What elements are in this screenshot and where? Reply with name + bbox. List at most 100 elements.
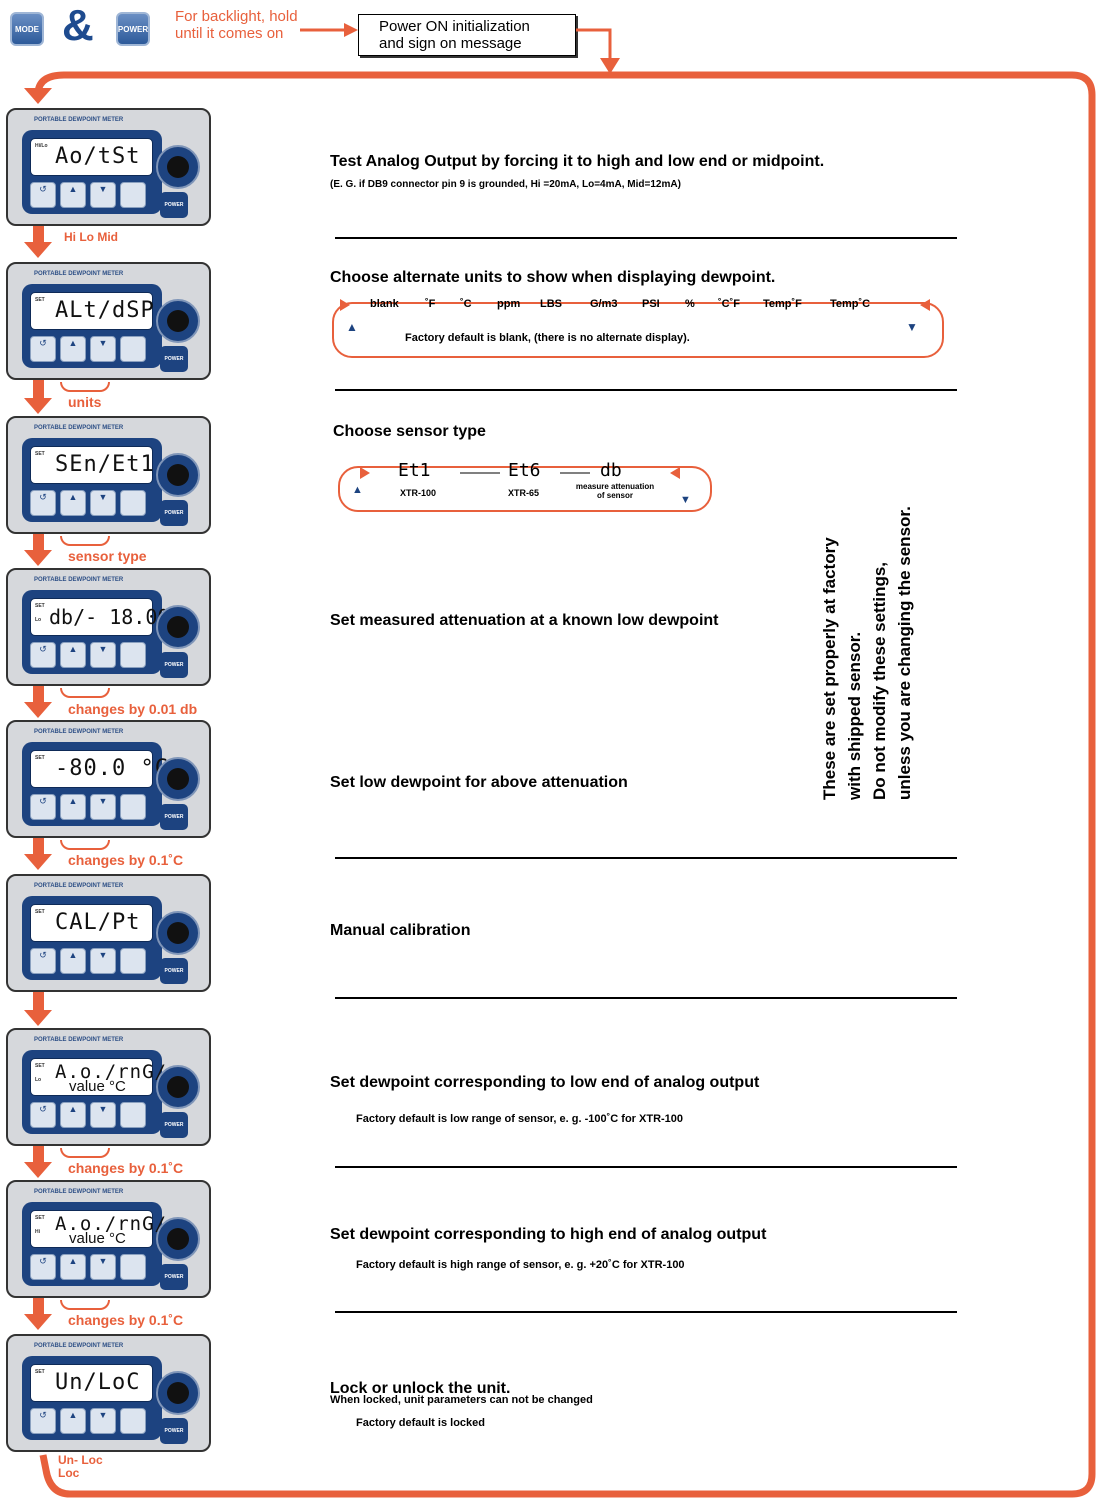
unit-option: ˚F [425,298,436,310]
function-button[interactable] [120,642,146,668]
sample-knob[interactable] [156,1065,200,1109]
sample-knob[interactable] [156,911,200,955]
step-note-alt-units: Factory default is blank, (there is no a… [405,332,690,344]
down-button[interactable]: ▼ [90,336,116,362]
sample-knob[interactable] [156,605,200,649]
up-button[interactable]: ▲ [60,1408,86,1434]
function-button[interactable] [120,1254,146,1280]
step-note-analog-low: Factory default is low range of sensor, … [356,1113,684,1125]
sample-knob[interactable] [156,1371,200,1415]
sample-knob[interactable] [156,299,200,343]
function-button[interactable] [120,336,146,362]
power-button[interactable]: POWER [160,346,188,372]
caption-hi-lo-mid: Hi Lo Mid [64,230,118,244]
up-button[interactable]: ▲ [60,642,86,668]
up-button[interactable]: ▲ [60,1102,86,1128]
power-button[interactable]: POWER [160,958,188,984]
lcd-display: SET CAL/Pt [30,904,153,942]
lcd-display: Hi/Lo Ao/tSt [30,138,153,176]
step-title-analog-high: Set dewpoint corresponding to high end o… [330,1226,767,1243]
mode-button[interactable]: ↺ [30,794,56,820]
up-arrow-icon: ▲ [352,484,363,496]
caption-units: units [68,394,102,410]
mode-button[interactable]: ↺ [30,1254,56,1280]
sensor-name: XTR-65 [508,488,540,498]
lcd-display: SET Hi A.o./rnG/ value °C [30,1210,166,1248]
step-note-lock: When locked, unit parameters can not be … [330,1394,593,1406]
down-button[interactable]: ▼ [90,1408,116,1434]
down-button[interactable]: ▼ [90,1102,116,1128]
up-arrow-icon: ▲ [346,320,358,334]
power-button[interactable]: POWER [160,1112,188,1138]
function-button[interactable] [120,794,146,820]
step-note-analog-test: (E. G. if DB9 connector pin 9 is grounde… [330,179,681,190]
function-button[interactable] [120,490,146,516]
mode-button[interactable]: ↺ [30,182,56,208]
lcd-display: SET Lo db/- 18.00 [30,598,169,636]
flow-arrow [24,242,52,258]
step-title-alt-units: Choose alternate units to show when disp… [330,269,776,286]
up-button[interactable]: ▲ [60,182,86,208]
unit-option: % [685,298,695,310]
step-title-attenuation: Set measured attenuation at a known low … [330,612,719,629]
up-button[interactable]: ▲ [60,1254,86,1280]
ampersand: & [62,1,94,50]
power-button[interactable]: POWER [160,1418,188,1444]
power-button[interactable]: POWER [160,652,188,678]
function-button[interactable] [120,182,146,208]
mode-button[interactable]: ↺ [30,1408,56,1434]
unit-option: Temp˚C [830,298,871,310]
sample-knob[interactable] [156,1217,200,1261]
lcd-display: SET ALt/dSP [30,292,154,330]
down-button[interactable]: ▼ [90,642,116,668]
down-button[interactable]: ▼ [90,794,116,820]
caption-analog-high-step: changes by 0.1˚C [68,1312,184,1328]
sensor-code: Et1 [398,460,431,481]
sample-knob[interactable] [156,453,200,497]
power-icon[interactable]: POWER [116,12,150,46]
mode-button[interactable]: ↺ [30,642,56,668]
sample-knob[interactable] [156,145,200,189]
function-button[interactable] [120,1408,146,1434]
meter-device-1: PORTABLE DEWPOINT METER Hi/Lo Ao/tSt ↺ ▲… [6,108,211,226]
power-button[interactable]: POWER [160,804,188,830]
factory-settings-warning: These are set properly at factory with s… [820,506,914,800]
lcd-display: SET Lo A.o./rnG/ value °C [30,1058,166,1096]
mode-icon[interactable]: MODE [10,12,44,46]
down-button[interactable]: ▼ [90,948,116,974]
meter-device-7: PORTABLE DEWPOINT METER SET Lo A.o./rnG/… [6,1028,211,1146]
up-button[interactable]: ▲ [60,490,86,516]
mode-button[interactable]: ↺ [30,948,56,974]
function-button[interactable] [120,1102,146,1128]
up-button[interactable]: ▲ [60,948,86,974]
meter-device-3: PORTABLE DEWPOINT METER SET SEn/Et1 ↺ ▲ … [6,416,211,534]
meter-device-6: PORTABLE DEWPOINT METER SET CAL/Pt ↺ ▲ ▼… [6,874,211,992]
power-on-init-box: Power ON initialization and sign on mess… [358,14,576,56]
meter-device-5: PORTABLE DEWPOINT METER SET -80.0 °C ↺ ▲… [6,720,211,838]
function-button[interactable] [120,948,146,974]
step-title-lock: Lock or unlock the unit. [330,1380,511,1397]
power-button[interactable]: POWER [160,1264,188,1290]
up-button[interactable]: ▲ [60,794,86,820]
down-arrow-icon: ▼ [906,320,918,334]
down-button[interactable]: ▼ [90,490,116,516]
mode-button[interactable]: ↺ [30,336,56,362]
up-button[interactable]: ▲ [60,336,86,362]
caption-sensor-type: sensor type [68,548,147,564]
units-cycle-loop [332,302,944,358]
sensor-code: Et6 [508,460,541,481]
down-button[interactable]: ▼ [90,182,116,208]
mode-button[interactable]: ↺ [30,490,56,516]
sample-knob[interactable] [156,757,200,801]
power-button[interactable]: POWER [160,500,188,526]
meter-device-9: PORTABLE DEWPOINT METER SET Un/LoC ↺ ▲ ▼… [6,1334,211,1452]
unit-option: ˚C˚F [718,298,740,310]
step-note-lock-default: Factory default is locked [356,1417,485,1429]
mode-button[interactable]: ↺ [30,1102,56,1128]
step-title-sensor-type: Choose sensor type [333,423,486,440]
step-title-analog-low: Set dewpoint corresponding to low end of… [330,1074,760,1091]
power-button[interactable]: POWER [160,192,188,218]
step-note-analog-high: Factory default is high range of sensor,… [356,1259,685,1271]
down-button[interactable]: ▼ [90,1254,116,1280]
arrow-to-init [300,23,358,37]
